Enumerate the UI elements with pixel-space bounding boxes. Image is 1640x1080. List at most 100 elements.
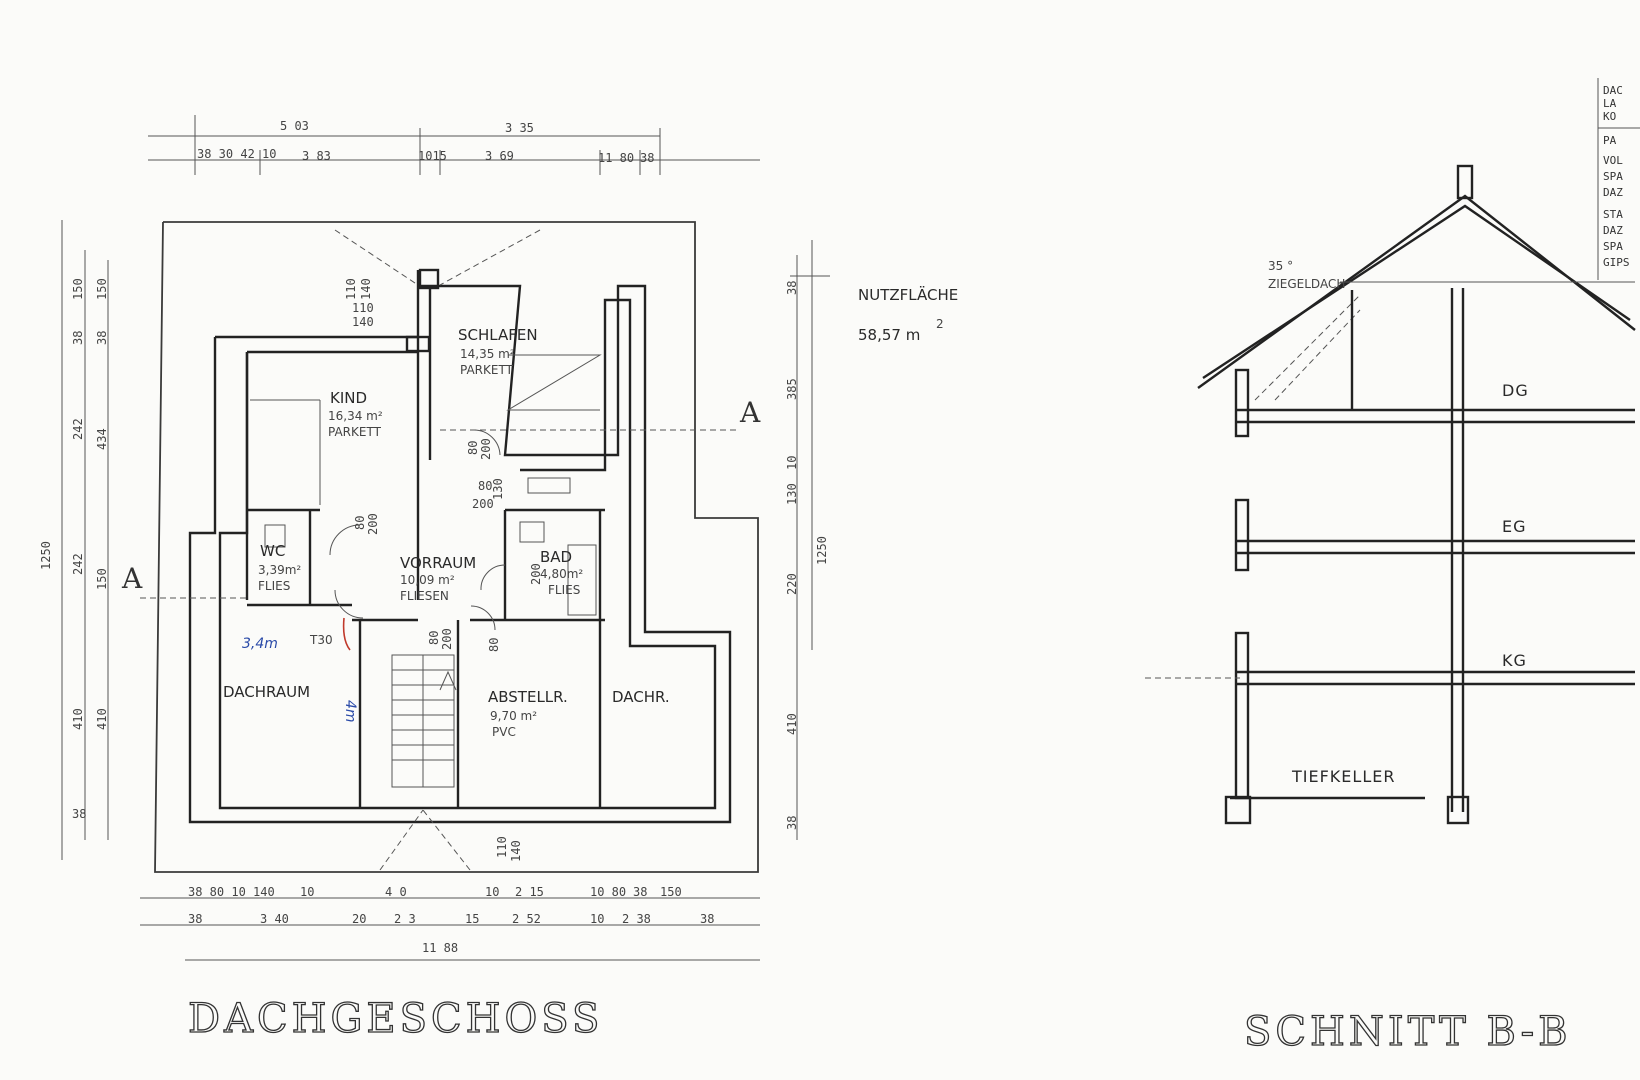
section-legend: DAC LA KO PA VOL SPA DAZ STA DAZ SPA GIP…: [1597, 78, 1640, 280]
dim-top-overall-left: 5 03: [280, 119, 309, 133]
dim-left-7: 242: [71, 553, 85, 575]
bathtub: [567, 544, 597, 616]
top-dimension-lines: [148, 115, 760, 175]
room-dachr-name: DACHR.: [612, 688, 670, 706]
section-marker-a: A A: [121, 396, 761, 599]
left-dimension-lines: [61, 220, 109, 860]
roof-type: ZIEGELDACH: [1268, 277, 1345, 291]
interior-walls: [245, 352, 605, 808]
dim-top-seg-2: 3 83: [302, 149, 331, 163]
handwritten-length: 4m: [342, 700, 358, 723]
dim-left-1: 150: [71, 278, 85, 300]
level-kg: KG: [1502, 651, 1527, 670]
dim-bottom-1h: 150: [660, 885, 682, 899]
stove: [527, 477, 571, 494]
dim-top-seg-4: 3 69: [485, 149, 514, 163]
room-bad-name: BAD: [540, 548, 572, 566]
dim-bottom-2d: 2 3: [394, 912, 416, 926]
dim-right-4: 130: [785, 483, 799, 505]
legend-line-4: PA: [1603, 134, 1617, 147]
dim-right-3: 10: [785, 456, 799, 470]
roof-pitch: 35 °: [1268, 259, 1293, 273]
dim-bottom-1d: 10: [485, 885, 499, 899]
dim-left-3: 38: [71, 331, 85, 345]
dim-right-7: 38: [785, 816, 799, 830]
door-dim-9: 80: [353, 516, 367, 530]
door-dim-12: 200: [440, 628, 454, 650]
room-abstellraum-floor: PVC: [492, 725, 516, 739]
door-dim-13: 80: [487, 638, 501, 652]
usable-area-unit-exponent: 2: [936, 317, 944, 331]
room-vorraum-floor: FLIESEN: [400, 589, 449, 603]
level-tiefkeller: TIEFKELLER: [1291, 767, 1395, 786]
dim-bottom-2a: 38: [188, 912, 202, 926]
legend-line-11: GIPS: [1603, 256, 1630, 269]
door-dim-11: 80: [427, 631, 441, 645]
room-wc-floor: FLIES: [258, 579, 290, 593]
room-schlafen-floor: PARKETT: [460, 363, 514, 377]
floor-plan: 5 03 3 35 38 30 42 10 3 83 1015 3 69 11 …: [39, 115, 958, 1043]
door-dim-4: 140: [352, 315, 374, 329]
legend-line-8: STA: [1603, 208, 1623, 221]
dim-top-seg-6: 38: [640, 151, 654, 165]
dim-right-6: 410: [785, 713, 799, 735]
legend-line-5: VOL: [1603, 154, 1623, 167]
toilet: [264, 524, 286, 548]
dim-bottom-1c: 4 0: [385, 885, 407, 899]
dim-left-4: 38: [95, 331, 109, 345]
door-dim-16: 140: [509, 840, 523, 862]
dim-bottom-2f: 2 52: [512, 912, 541, 926]
section-drawing: 35 ° ZIEGELDACH DG EG KG TIEFKELLER DAC …: [1145, 78, 1640, 1056]
room-abstellraum-area: 9,70 m²: [490, 709, 537, 723]
dim-bottom-1a: 38 80 10 140: [188, 885, 275, 899]
usable-area-value: 58,57 m: [858, 326, 920, 344]
door-dim-17: 130: [491, 478, 505, 500]
door-dim-3: 110: [352, 301, 374, 315]
handwritten-arrow: [342, 617, 351, 651]
dim-bottom-1f: 10 80: [590, 885, 626, 899]
dim-bottom-total: 11 88: [422, 941, 458, 955]
dim-right-2: 385: [785, 378, 799, 400]
dim-bottom-2h: 2 38: [622, 912, 651, 926]
room-abstellraum-name: ABSTELLR.: [488, 688, 568, 706]
room-wc-name: WC: [260, 542, 285, 560]
dim-right-5: 220: [785, 573, 799, 595]
room-schlafen-name: SCHLAFEN: [458, 326, 538, 344]
legend-line-9: DAZ: [1603, 224, 1623, 237]
door-dim-8: 200: [472, 497, 494, 511]
dim-bottom-1g: 38: [633, 885, 647, 899]
room-schlafen-area: 14,35 m²: [460, 347, 515, 361]
dim-left-6: 434: [95, 428, 109, 450]
dim-left-5: 242: [71, 418, 85, 440]
staircase: [391, 654, 457, 788]
roof-dash-2: [1274, 309, 1361, 401]
door-dim-15: 110: [495, 836, 509, 858]
washbasin: [519, 521, 545, 543]
dim-bottom-2g: 10: [590, 912, 604, 926]
room-bad-floor: FLIES: [548, 583, 580, 597]
dim-right-total: 1250: [815, 536, 829, 565]
room-dachraum-name: DACHRAUM: [223, 683, 310, 701]
room-bad-area: 4,80m²: [540, 567, 583, 581]
door-dim-14: 200: [529, 563, 543, 585]
room-kind-floor: PARKETT: [328, 425, 382, 439]
door-dim-2: 140: [359, 278, 373, 300]
dim-bottom-1e: 2 15: [515, 885, 544, 899]
door-dim-7: 80: [478, 479, 492, 493]
dim-bottom-2b: 3 40: [260, 912, 289, 926]
legend-line-1: DAC: [1603, 84, 1623, 97]
right-dimension-lines: [790, 240, 830, 840]
level-dg: DG: [1502, 381, 1529, 400]
room-vorraum-name: VORRAUM: [400, 554, 476, 572]
shaft: [405, 335, 431, 353]
usable-area-label: NUTZFLÄCHE: [858, 285, 958, 304]
dim-top-seg-3: 1015: [418, 149, 447, 163]
section-mark-right: A: [739, 396, 761, 429]
section-title: SCHNITT B-B: [1244, 1009, 1572, 1055]
dim-bottom-2c: 20: [352, 912, 366, 926]
bottom-dimension-lines: [140, 897, 760, 961]
room-wc-area: 3,39m²: [258, 563, 301, 577]
dim-bottom-2i: 38: [700, 912, 714, 926]
section-walls: [1224, 288, 1470, 825]
legend-line-3: KO: [1603, 110, 1616, 123]
